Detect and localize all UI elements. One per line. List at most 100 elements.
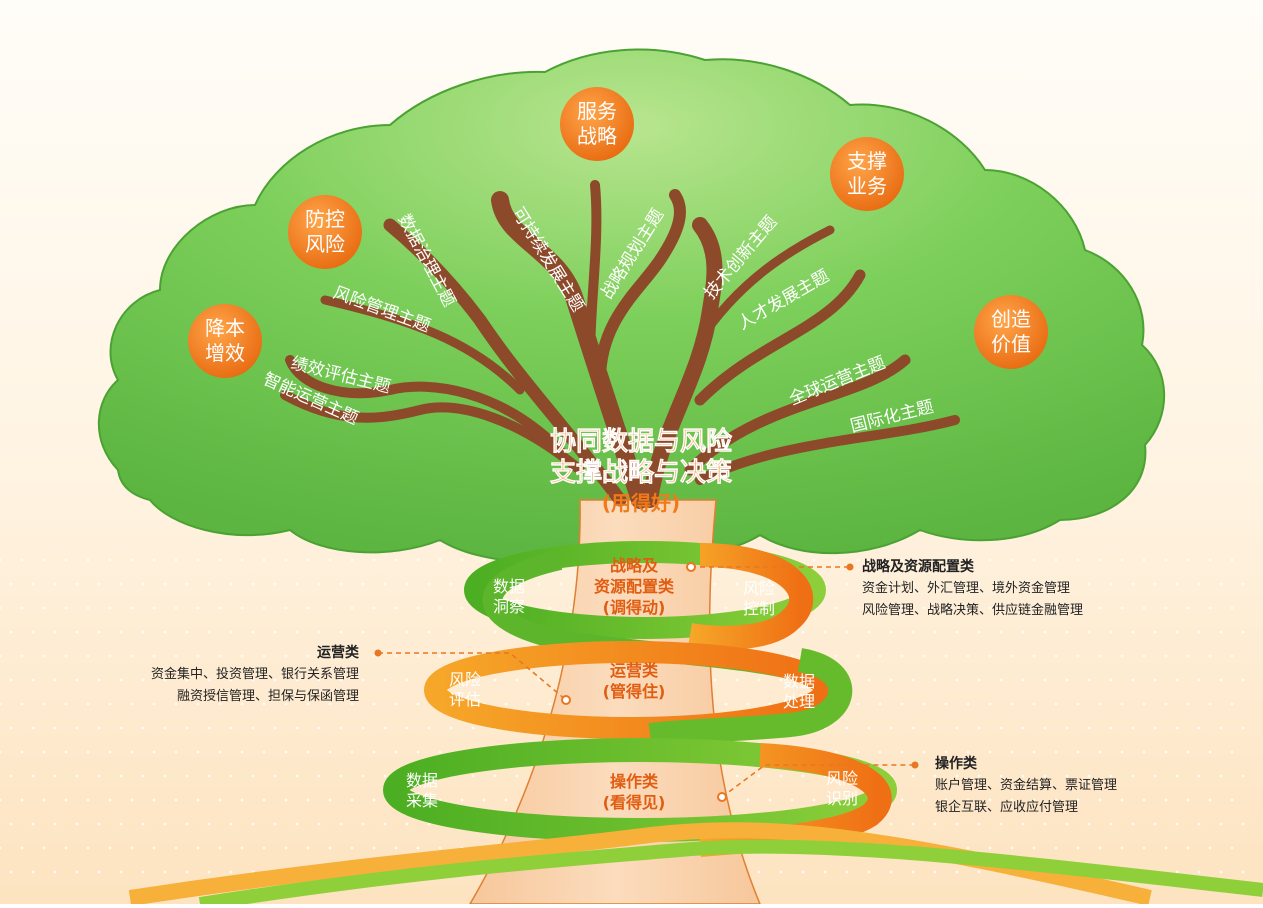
bg-dot [933,630,937,634]
bg-dot [1054,798,1058,802]
bg-dot [966,750,970,754]
bg-dot [1219,822,1223,826]
bg-dot [31,870,35,874]
bg-dot [1241,726,1245,730]
bg-dot [1087,726,1091,730]
bg-dot [1208,558,1212,562]
helix-data-insight-line1: 数据 [493,577,525,596]
bg-dot [867,870,871,874]
bg-dot [240,750,244,754]
bg-dot [471,726,475,730]
bg-dot [174,750,178,754]
bg-dot [108,798,112,802]
bg-dot [1153,678,1157,682]
bg-dot [1098,798,1102,802]
bg-dot [757,678,761,682]
bg-dot [801,630,805,634]
bg-dot [944,750,948,754]
bg-dot [988,654,992,658]
bg-dot [240,606,244,610]
bg-dot [416,846,420,850]
bg-dot [1087,678,1091,682]
bg-dot [977,774,981,778]
bg-dot [372,750,376,754]
bg-dot [878,654,882,658]
bg-dot [768,798,772,802]
bg-dot [86,558,90,562]
bg-dot [1010,750,1014,754]
bg-dot [449,582,453,586]
bg-dot [438,750,442,754]
goal-risk-prevention-line2: 风险 [305,232,345,256]
bg-dot [889,582,893,586]
bg-dot [53,870,57,874]
bg-dot [130,702,134,706]
bg-dot [9,582,13,586]
bg-dot [196,846,200,850]
bg-dot [724,702,728,706]
bg-dot [1175,678,1179,682]
bg-dot [284,654,288,658]
bg-dot [295,774,299,778]
bg-dot [207,678,211,682]
bg-dot [64,846,68,850]
bg-dot [1241,678,1245,682]
bg-dot [185,582,189,586]
bg-dot [988,798,992,802]
helix-bands [128,541,1263,908]
bg-dot [174,558,178,562]
helix-risk-control-line1: 风险 [743,579,775,598]
bg-dot [361,678,365,682]
bg-dot [1208,846,1212,850]
bg-dot [361,774,365,778]
bg-dot [31,582,35,586]
bg-dot [328,846,332,850]
bg-dot [218,606,222,610]
bg-dot [119,822,123,826]
bg-dot [174,798,178,802]
bg-dot [97,582,101,586]
bg-dot [295,630,299,634]
bg-dot [328,702,332,706]
helix-labels: 数据 洞察 风险 控制 风险 评估 数据 处理 数据 采集 风险 识别 [406,577,858,810]
bg-dot [394,702,398,706]
bg-dot [1131,630,1135,634]
bg-dot [1208,702,1212,706]
bg-dot [900,702,904,706]
bg-dot [53,630,57,634]
goal-cost-efficiency-line1: 降本 [205,316,245,340]
bg-dot [999,726,1003,730]
bg-dot [449,726,453,730]
bg-dot [779,870,783,874]
bg-dot [394,750,398,754]
bg-dot [1241,582,1245,586]
bg-dot [1032,750,1036,754]
bg-dot [955,630,959,634]
bg-dot [834,558,838,562]
bg-dot [1131,822,1135,826]
bg-dot [427,726,431,730]
bg-dot [1219,726,1223,730]
bg-dot [1032,846,1036,850]
bg-dot [1109,678,1113,682]
bg-dot [746,606,750,610]
bg-dot [977,726,981,730]
bg-dot [713,678,717,682]
bg-dot [130,750,134,754]
bg-dot [1142,798,1146,802]
bg-dot [86,654,90,658]
helix-base-green [198,839,1263,908]
bg-dot [64,750,68,754]
bg-dot [548,606,552,610]
bg-dot [1010,702,1014,706]
bg-dot [933,822,937,826]
bg-dot [0,798,2,802]
bg-dot [163,678,167,682]
bg-dot [251,726,255,730]
bg-dot [229,678,233,682]
bg-dot [911,678,915,682]
bg-dot [163,822,167,826]
bg-dot [1153,822,1157,826]
goal-support-business-line1: 支撑 [847,149,887,173]
helix-mid-orange [424,641,836,739]
